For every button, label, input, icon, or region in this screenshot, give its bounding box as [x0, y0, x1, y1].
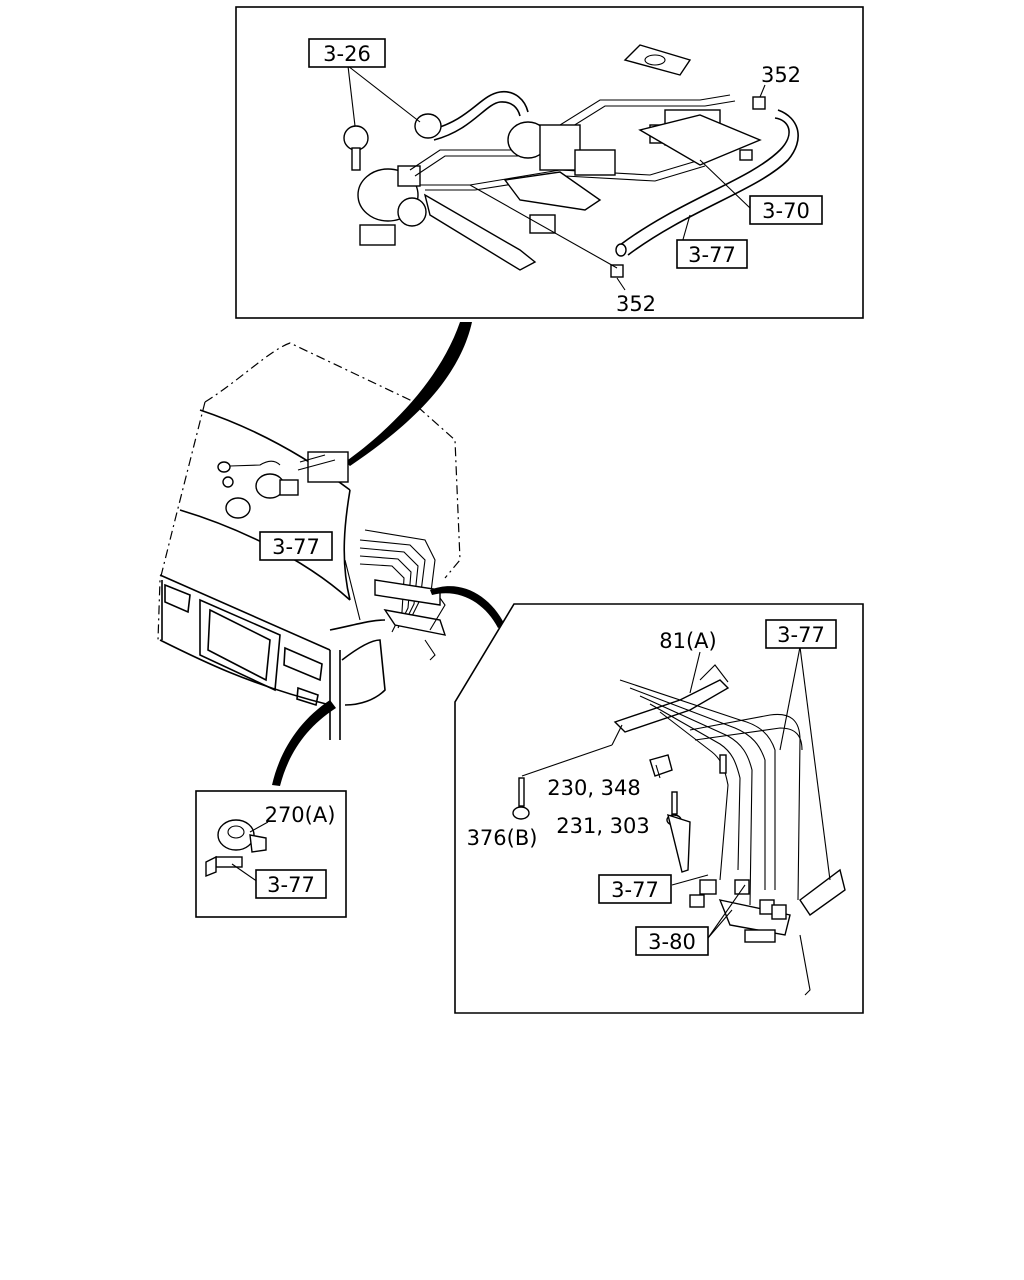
- svg-text:3-77: 3-77: [688, 243, 736, 267]
- svg-text:3-77: 3-77: [777, 623, 825, 647]
- zoom-connector-left: [272, 700, 336, 786]
- callout-376b: 376(B): [467, 826, 538, 850]
- truck-cab: 3-77: [157, 342, 461, 740]
- callout-352-top: 352: [761, 63, 801, 87]
- callout-231-303: 231, 303: [556, 814, 650, 838]
- callout-3-77-left: 3-77: [255, 869, 327, 899]
- svg-text:3-77: 3-77: [272, 535, 320, 559]
- svg-text:3-26: 3-26: [323, 42, 371, 66]
- callout-3-77-top: 3-77: [676, 239, 748, 269]
- callout-3-77-cab: 3-77: [259, 531, 333, 561]
- right-detail-panel: 81(A) 3-77 230, 348 231, 303 376(B) 3-77…: [454, 603, 864, 1014]
- callout-3-80: 3-80: [635, 926, 709, 956]
- svg-text:3-77: 3-77: [611, 878, 659, 902]
- svg-text:3-77: 3-77: [267, 873, 315, 897]
- callout-270a: 270(A): [265, 803, 336, 827]
- svg-text:3-80: 3-80: [648, 930, 696, 954]
- callout-3-26: 3-26: [308, 38, 386, 68]
- left-detail-panel: 270(A) 3-77: [195, 790, 347, 918]
- svg-text:3-70: 3-70: [762, 199, 810, 223]
- callout-81a: 81(A): [659, 629, 716, 653]
- callout-3-77-right-top: 3-77: [765, 619, 837, 649]
- callout-3-70: 3-70: [749, 195, 823, 225]
- zoom-connector-right: [430, 586, 505, 628]
- top-detail-panel: 3-26 352 3-70 3-77 352: [235, 6, 864, 319]
- callout-230-348: 230, 348: [547, 776, 641, 800]
- callout-3-77-right-mid: 3-77: [598, 874, 672, 904]
- zoom-connector-top: [345, 322, 472, 466]
- callout-352-bottom: 352: [616, 292, 656, 316]
